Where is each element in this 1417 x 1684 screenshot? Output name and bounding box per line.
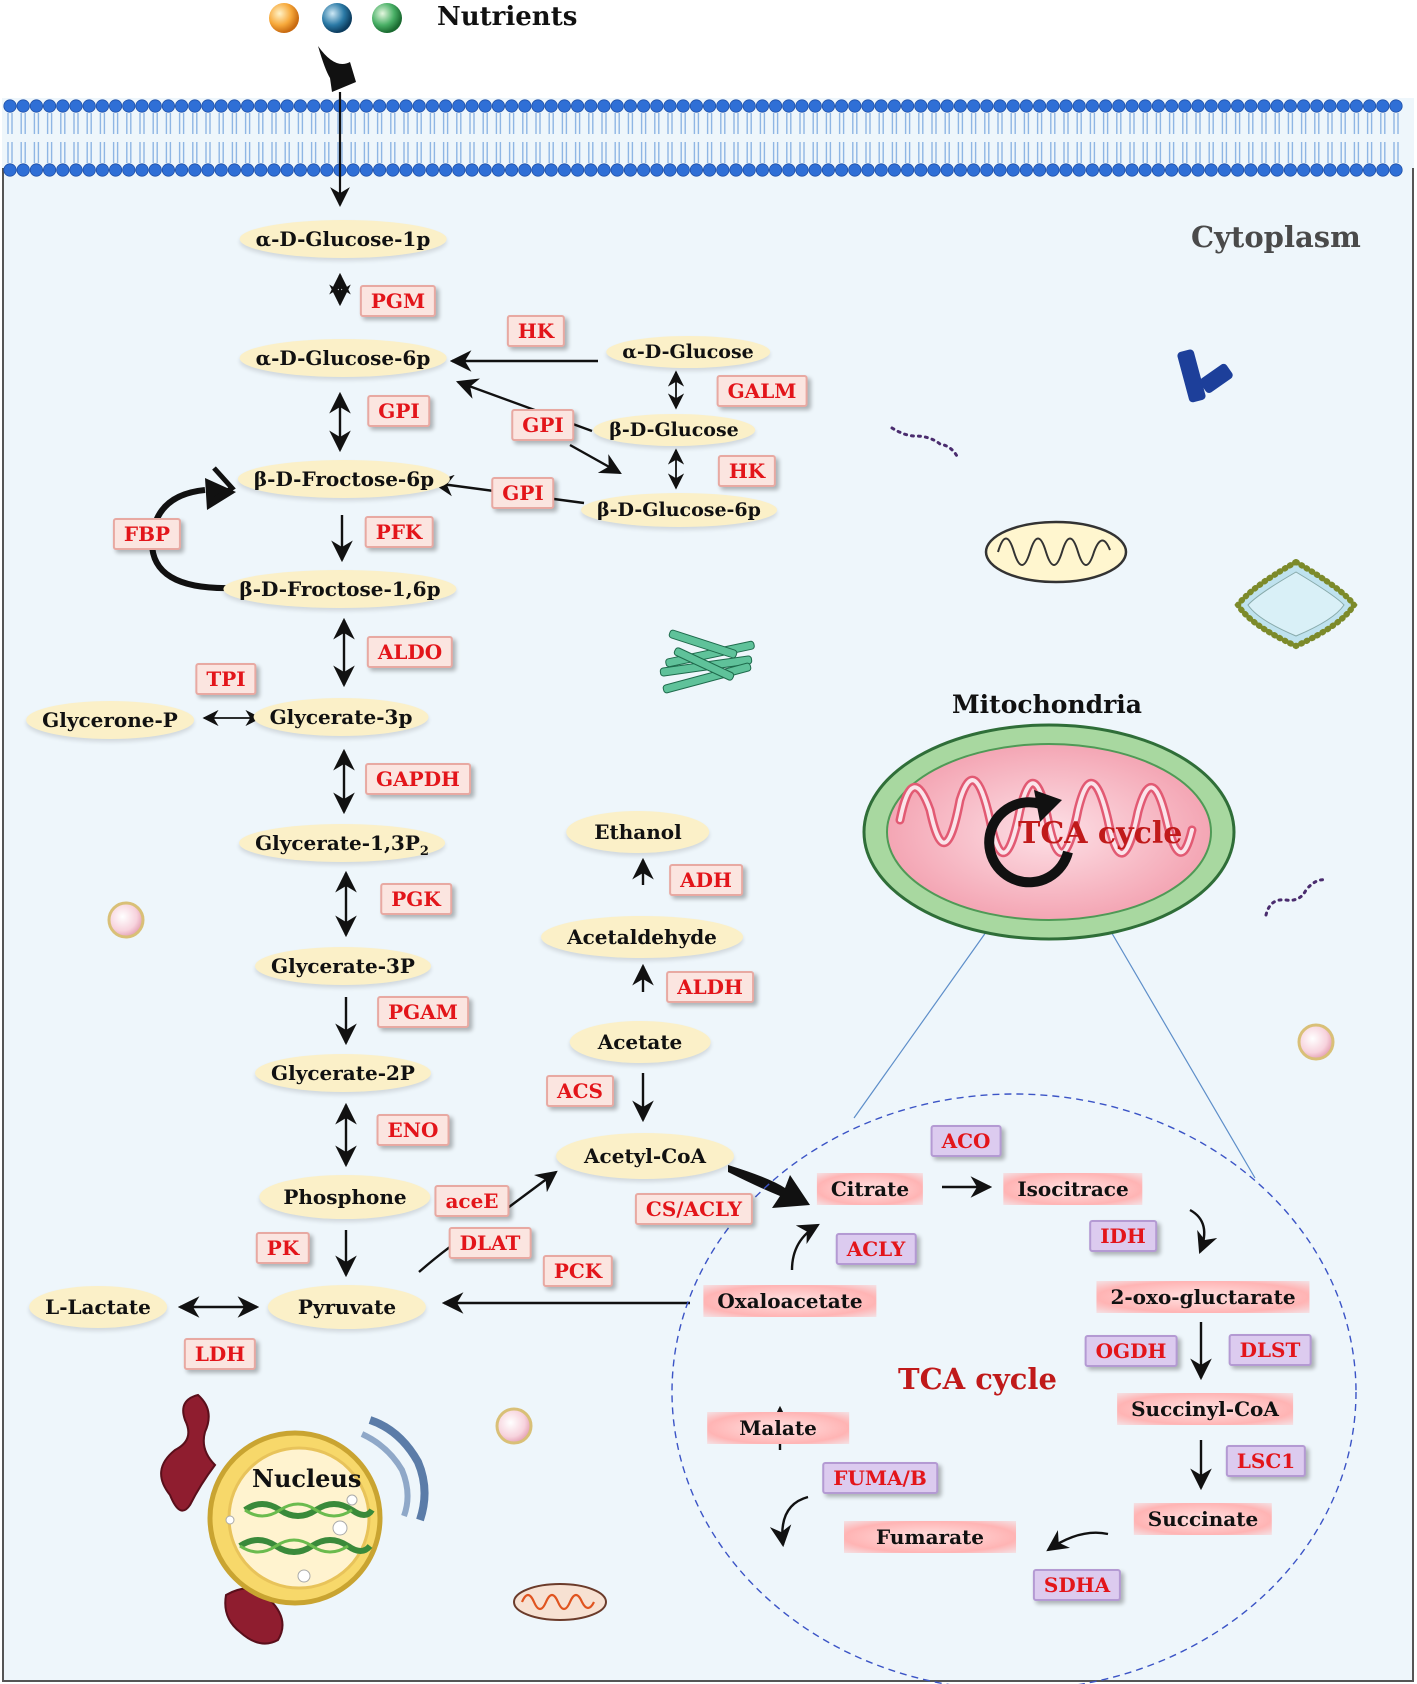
- vesicle-3-icon: [495, 1407, 533, 1445]
- nutrient-molecules-icon: [269, 3, 402, 33]
- small-mitochondrion-2-icon: [513, 1583, 607, 1621]
- tca-isocitrate: Isocitrace: [1003, 1173, 1143, 1205]
- enzyme-dlat: DLAT: [448, 1227, 532, 1259]
- enzyme-pgam: PGAM: [377, 996, 469, 1028]
- tca-succinyl-coa: Succinyl-CoA: [1117, 1393, 1293, 1425]
- tca-enzyme-idh: IDH: [1089, 1220, 1157, 1252]
- enzyme-acee: aceE: [434, 1185, 510, 1217]
- metabolite-acetyl-coa: Acetyl-CoA: [556, 1133, 734, 1179]
- tca-malate: Malate: [707, 1412, 849, 1444]
- enzyme-hk-2: HK: [717, 455, 777, 487]
- tca-oxaloacetate: Oxaloacetate: [703, 1285, 877, 1317]
- vesicle-icon: [107, 901, 145, 939]
- lipid-droplet-icon: [1234, 558, 1358, 650]
- enzyme-pgm: PGM: [359, 285, 437, 317]
- metabolite-b-d-fructose-6p: β-D-Froctose-6p: [237, 460, 451, 498]
- enzyme-cs-acly: CS/ACLY: [634, 1193, 754, 1225]
- enzyme-acs: ACS: [546, 1075, 614, 1107]
- import-arrow-icon: [318, 46, 356, 92]
- cytoplasm-label: Cytoplasm: [1191, 220, 1361, 254]
- enzyme-pk: PK: [255, 1232, 311, 1264]
- metabolite-a-d-glucose-6p: α-D-Glucose-6p: [239, 339, 447, 377]
- enzyme-aldh: ALDH: [666, 971, 754, 1003]
- glycerate-13p2-subscript: 2: [419, 844, 429, 859]
- small-mitochondrion-icon: [984, 520, 1128, 584]
- metabolite-a-d-glucose: α-D-Glucose: [606, 336, 770, 368]
- tca-citrate: Citrate: [816, 1173, 924, 1205]
- tca-succinate: Succinate: [1133, 1503, 1273, 1535]
- enzyme-adh: ADH: [669, 864, 743, 896]
- peptide-chain-icon: [890, 426, 960, 460]
- metabolite-pyruvate: Pyruvate: [267, 1285, 427, 1329]
- microtubule-bundle-icon: [659, 629, 755, 694]
- tca-enzyme-lsc1: LSC1: [1225, 1445, 1307, 1477]
- tca-enzyme-sdha: SDHA: [1032, 1569, 1122, 1601]
- enzyme-pgk: PGK: [380, 883, 452, 915]
- receptor-icon: [1177, 349, 1233, 403]
- metabolite-glycerone-p: Glycerone-P: [26, 701, 194, 739]
- cell-membrane: [2, 98, 1414, 177]
- enzyme-fbp: FBP: [112, 518, 182, 550]
- metabolite-l-lactate: L-Lactate: [29, 1286, 167, 1328]
- glycerate-13p2-text: Glycerate-1,3P: [255, 831, 420, 855]
- tca-enzyme-ogdh: OGDH: [1084, 1335, 1178, 1367]
- tca-enzyme-fuma-b: FUMA/B: [822, 1462, 938, 1494]
- metabolite-glycerate-3p-b: Glycerate-3P: [255, 947, 431, 985]
- enzyme-pck: PCK: [542, 1255, 614, 1287]
- metabolite-acetate: Acetate: [569, 1021, 711, 1063]
- enzyme-aldo: ALDO: [366, 636, 454, 668]
- metabolite-glycerate-13p2: Glycerate-1,3P2: [239, 824, 445, 862]
- metabolite-acetaldehyde: Acetaldehyde: [541, 916, 743, 958]
- mitochondrion-icon: [862, 723, 1236, 941]
- tca-zoom-circle: [671, 1093, 1357, 1684]
- metabolite-b-d-fructose-16p: β-D-Froctose-1,6p: [223, 570, 457, 608]
- enzyme-gpi-2: GPI: [511, 409, 575, 441]
- enzyme-hk-1: HK: [506, 315, 566, 347]
- tca-cycle-mito-label: TCA cycle: [1018, 816, 1183, 851]
- nutrients-label: Nutrients: [437, 2, 578, 32]
- metabolite-phosphone: Phosphone: [259, 1175, 431, 1219]
- metabolite-a-d-glucose-1p: α-D-Glucose-1p: [239, 220, 447, 258]
- enzyme-tpi: TPI: [195, 663, 257, 695]
- enzyme-gpi-1: GPI: [367, 395, 431, 427]
- enzyme-gapdh: GAPDH: [365, 763, 471, 795]
- enzyme-ldh: LDH: [183, 1338, 257, 1370]
- tca-fumarate: Fumarate: [844, 1521, 1016, 1553]
- nucleus-icon: [160, 1393, 429, 1645]
- tca-enzyme-dlst: DLST: [1228, 1334, 1312, 1366]
- tca-enzyme-aco: ACO: [930, 1125, 1002, 1157]
- metabolite-b-d-glucose-6p: β-D-Glucose-6p: [581, 493, 777, 527]
- enzyme-eno: ENO: [376, 1114, 450, 1146]
- metabolite-glycerate-3p: Glycerate-3p: [253, 698, 429, 736]
- metabolite-ethanol: Ethanol: [566, 811, 710, 853]
- enzyme-gpi-3: GPI: [491, 477, 555, 509]
- metabolite-b-d-glucose: β-D-Glucose: [593, 414, 755, 446]
- enzyme-galm: GALM: [716, 375, 808, 407]
- tca-enzyme-acly: ACLY: [835, 1233, 917, 1265]
- tca-cycle-zoom-label: TCA cycle: [898, 1362, 1057, 1396]
- vesicle-2-icon: [1297, 1023, 1335, 1061]
- nucleus-label: Nucleus: [252, 1464, 362, 1493]
- enzyme-pfk: PFK: [364, 516, 434, 548]
- peptide-chain-2-icon: [1264, 878, 1328, 917]
- metabolite-glycerate-2p: Glycerate-2P: [255, 1054, 431, 1092]
- mitochondria-label: Mitochondria: [952, 690, 1142, 719]
- acetyl-coa-to-citrate-arrow: [728, 1165, 810, 1208]
- tca-2-oxoglutarate: 2-oxo-gluctarate: [1096, 1281, 1310, 1313]
